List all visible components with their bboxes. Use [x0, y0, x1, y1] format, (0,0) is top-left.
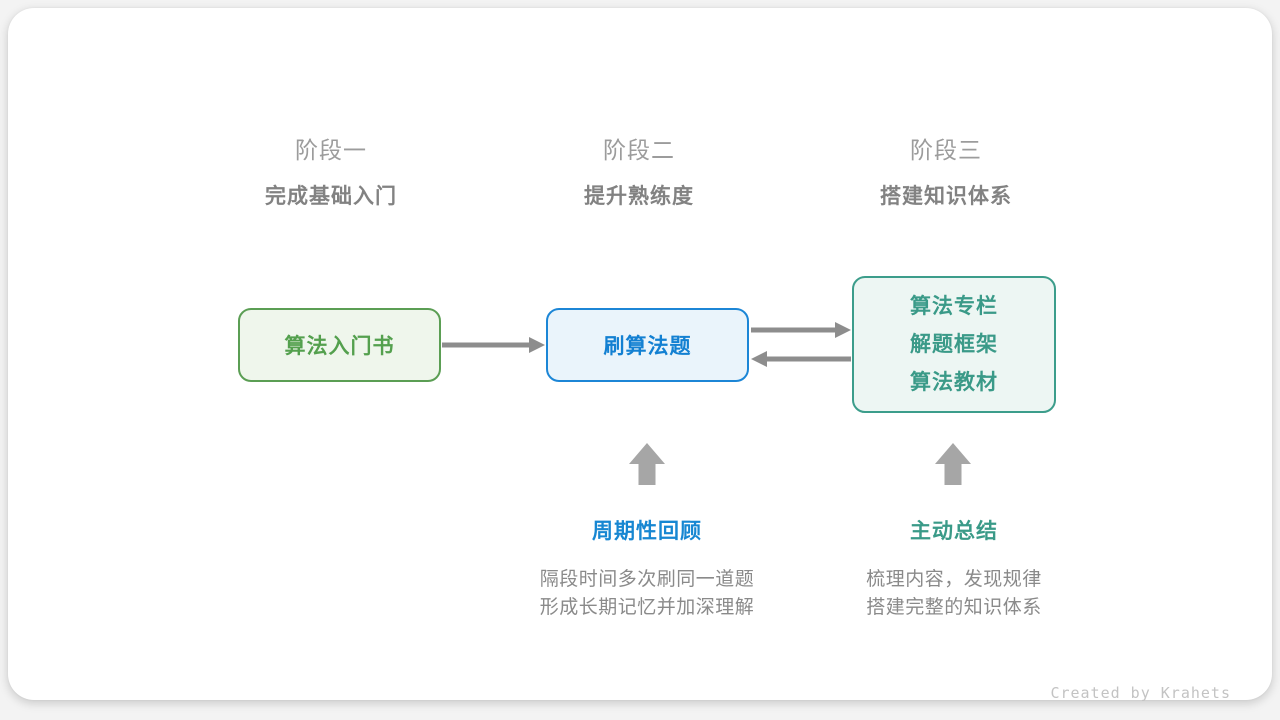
annotation-review-desc: 隔段时间多次刷同一道题 形成长期记忆并加深理解 — [477, 566, 817, 621]
annotation-review: 周期性回顾 隔段时间多次刷同一道题 形成长期记忆并加深理解 — [477, 518, 817, 621]
card: 阶段一 完成基础入门 阶段二 提升熟练度 阶段三 搭建知识体系 算法入门书 刷算… — [8, 8, 1272, 702]
stage-3-header: 阶段三 搭建知识体系 — [786, 136, 1106, 210]
annotation-review-title: 周期性回顾 — [592, 520, 702, 543]
annotation-review-desc-line-1: 隔段时间多次刷同一道题 — [539, 569, 755, 590]
annotation-summary-desc-line-2: 搭建完整的知识体系 — [866, 596, 1042, 618]
arrow-up-icon — [935, 443, 971, 485]
stage-2-label: 阶段二 — [603, 137, 675, 163]
annotation-summary-desc-line-1: 梳理内容，发现规律 — [866, 569, 1042, 590]
node-practice-problems: 刷算法题 — [546, 308, 749, 382]
arrow-right-icon — [442, 337, 545, 353]
stage-3-subtitle: 搭建知识体系 — [880, 185, 1012, 208]
annotation-summary-title: 主动总结 — [910, 520, 998, 543]
stage-2-subtitle: 提升熟练度 — [584, 185, 694, 208]
arrow-up-icon — [629, 443, 665, 485]
arrow-left-icon — [751, 351, 851, 367]
annotation-summary: 主动总结 梳理内容，发现规律 搭建完整的知识体系 — [784, 518, 1124, 621]
node-intro-book-title: 算法入门书 — [284, 335, 395, 358]
node-intro-book: 算法入门书 — [238, 308, 441, 382]
node-resource-line-1: 算法专栏 — [910, 294, 998, 318]
credit-text: Created by Krahets — [1050, 684, 1231, 702]
node-practice-problems-title: 刷算法题 — [603, 335, 692, 358]
stage-1-header: 阶段一 完成基础入门 — [171, 136, 491, 210]
annotation-review-desc-line-2: 形成长期记忆并加深理解 — [539, 596, 755, 618]
annotation-summary-desc: 梳理内容，发现规律 搭建完整的知识体系 — [784, 566, 1124, 621]
node-knowledge-resources: 算法专栏 解题框架 算法教材 — [852, 276, 1056, 413]
stage-3-label: 阶段三 — [910, 137, 982, 163]
stage-1-label: 阶段一 — [295, 137, 367, 163]
node-resource-line-2: 解题框架 — [910, 332, 998, 356]
stage-2-header: 阶段二 提升熟练度 — [479, 136, 799, 210]
arrow-right-icon — [751, 322, 851, 338]
stage-1-subtitle: 完成基础入门 — [265, 185, 397, 208]
node-resource-line-3: 算法教材 — [910, 370, 998, 394]
